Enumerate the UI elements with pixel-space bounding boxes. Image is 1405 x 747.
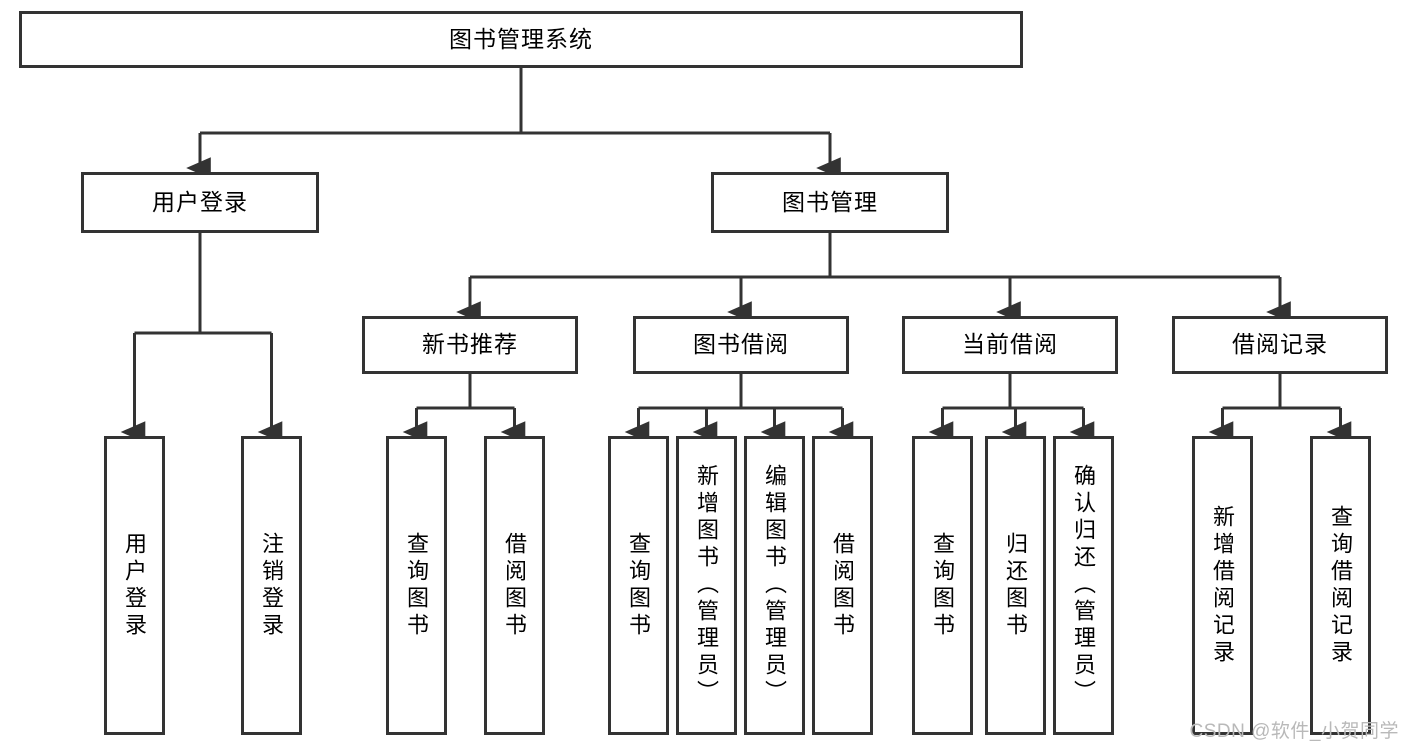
node-leaf-query-book-1-label: 查询图书 (404, 531, 430, 640)
node-root-system[interactable]: 图书管理系统 (19, 11, 1023, 68)
node-leaf-query-book-1[interactable]: 查询图书 (386, 436, 447, 735)
node-current-borrow-label: 当前借阅 (962, 331, 1058, 358)
node-new-book-recommend[interactable]: 新书推荐 (362, 316, 578, 374)
node-user-login-label: 用户登录 (152, 188, 248, 215)
node-root-label: 图书管理系统 (449, 25, 593, 52)
node-leaf-add-record[interactable]: 新增借阅记录 (1192, 436, 1253, 735)
node-leaf-user-login-label: 用户登录 (122, 531, 148, 640)
node-leaf-confirm-return-label: 确认归还（管理员） (1071, 464, 1097, 707)
node-leaf-user-login[interactable]: 用户登录 (104, 436, 165, 735)
node-borrow-record-label: 借阅记录 (1232, 331, 1328, 358)
node-leaf-confirm-return[interactable]: 确认归还（管理员） (1053, 436, 1114, 735)
node-leaf-edit-book[interactable]: 编辑图书（管理员） (744, 436, 805, 735)
node-leaf-logout[interactable]: 注销登录 (241, 436, 302, 735)
node-leaf-query-record-label: 查询借阅记录 (1328, 504, 1354, 667)
node-book-borrow[interactable]: 图书借阅 (633, 316, 849, 374)
node-leaf-borrow-book-1-label: 借阅图书 (502, 531, 528, 640)
node-current-borrow[interactable]: 当前借阅 (902, 316, 1118, 374)
node-leaf-query-book-3[interactable]: 查询图书 (912, 436, 973, 735)
node-leaf-add-book[interactable]: 新增图书（管理员） (676, 436, 737, 735)
node-user-login[interactable]: 用户登录 (81, 172, 319, 233)
node-leaf-return-book[interactable]: 归还图书 (985, 436, 1046, 735)
node-leaf-edit-book-label: 编辑图书（管理员） (762, 464, 788, 707)
node-leaf-query-book-2[interactable]: 查询图书 (608, 436, 669, 735)
node-leaf-logout-label: 注销登录 (259, 531, 285, 640)
node-leaf-query-book-3-label: 查询图书 (930, 531, 956, 640)
node-book-manage[interactable]: 图书管理 (711, 172, 949, 233)
node-book-manage-label: 图书管理 (782, 188, 878, 215)
node-leaf-borrow-book-1[interactable]: 借阅图书 (484, 436, 545, 735)
node-borrow-record[interactable]: 借阅记录 (1172, 316, 1388, 374)
node-leaf-borrow-book-2-label: 借阅图书 (830, 531, 856, 640)
node-leaf-return-book-label: 归还图书 (1003, 531, 1029, 640)
node-leaf-query-record[interactable]: 查询借阅记录 (1310, 436, 1371, 735)
csdn-watermark: CSDN @软件_小贺同学 (1189, 721, 1399, 742)
node-leaf-add-book-label: 新增图书（管理员） (694, 464, 720, 707)
node-leaf-query-book-2-label: 查询图书 (626, 531, 652, 640)
node-new-book-recommend-label: 新书推荐 (422, 331, 518, 358)
node-book-borrow-label: 图书借阅 (693, 331, 789, 358)
node-leaf-borrow-book-2[interactable]: 借阅图书 (812, 436, 873, 735)
node-leaf-add-record-label: 新增借阅记录 (1210, 504, 1236, 667)
